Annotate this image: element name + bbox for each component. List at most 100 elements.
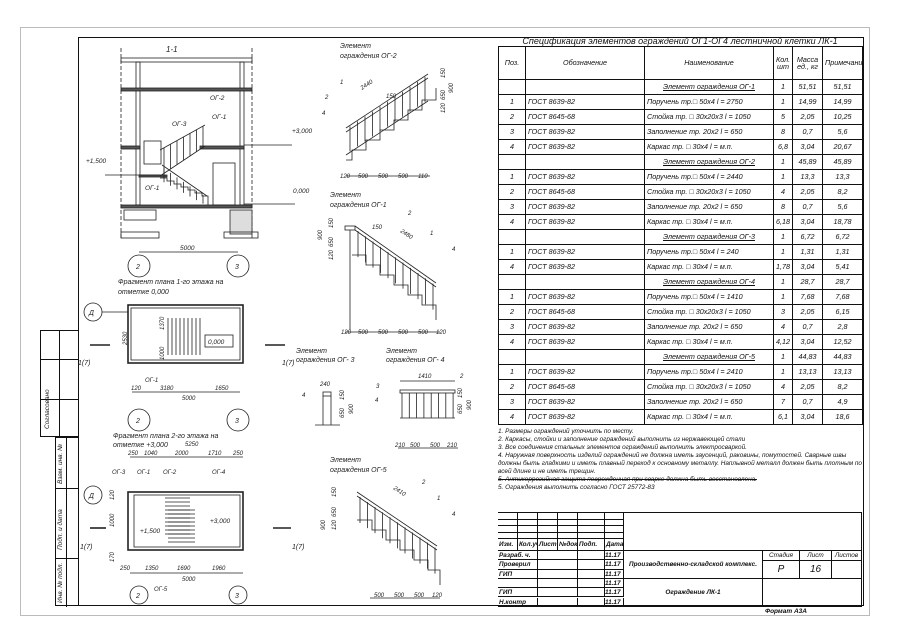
dim-text: 500 bbox=[374, 593, 385, 599]
blank-cell bbox=[558, 513, 578, 520]
og5-label: ОГ-5 bbox=[154, 587, 168, 593]
position-label: 1 bbox=[430, 231, 433, 237]
blank-cell bbox=[578, 560, 605, 570]
dim-text: 120 bbox=[340, 174, 351, 180]
pos-cell: 4 bbox=[498, 214, 526, 230]
mass-cell: 13,13 bbox=[792, 364, 823, 380]
tb-role bbox=[498, 578, 538, 589]
name-cell: Каркас тр. □ 30х4 l = м.п. bbox=[644, 214, 774, 230]
axis-2: 2 bbox=[135, 264, 140, 271]
drawing-title: Ограждение ЛК-1 bbox=[624, 579, 763, 607]
pos-cell: 2 bbox=[498, 109, 526, 125]
blank-cell bbox=[605, 532, 624, 539]
position-label: 3 bbox=[376, 384, 380, 390]
stair-flight-upper bbox=[159, 145, 206, 177]
footing-hatched bbox=[229, 209, 253, 235]
blank-cell bbox=[578, 578, 605, 589]
mass-cell: 45,89 bbox=[792, 154, 823, 170]
note-cell: 4,9 bbox=[822, 394, 863, 410]
name-cell: Элемент ограждения ОГ-3 bbox=[644, 229, 774, 245]
dim-text: 240 bbox=[319, 382, 331, 388]
dim-text: 650 bbox=[332, 506, 338, 517]
col-designation: Обозначение bbox=[525, 46, 645, 80]
name-cell: Элемент ограждения ОГ-2 bbox=[644, 154, 774, 170]
ground-slab bbox=[120, 204, 253, 209]
pos-cell: 2 bbox=[498, 304, 526, 320]
note-cell: 13,13 bbox=[822, 364, 863, 380]
pos-cell bbox=[498, 79, 526, 95]
stage-value: Р bbox=[763, 561, 800, 579]
blank-cell bbox=[558, 519, 578, 526]
dim-text: 120 bbox=[332, 519, 338, 530]
door bbox=[212, 162, 236, 206]
element-og2: Элемент ограждения ОГ-2 120 500 500 500 … bbox=[322, 43, 455, 180]
dim-text: 1710 bbox=[208, 451, 222, 457]
blank-cell bbox=[538, 551, 578, 561]
name-cell: Элемент ограждения ОГ-4 bbox=[644, 274, 774, 290]
qty-cell: 8 bbox=[773, 199, 793, 215]
note: 4. Наружная поверхность изделий огражден… bbox=[498, 452, 862, 475]
note-cell: 6,72 bbox=[822, 229, 863, 245]
tb-header: №док. bbox=[558, 539, 578, 551]
qty-cell: 1 bbox=[773, 94, 793, 110]
dim-text: 150 bbox=[441, 67, 447, 78]
agreed-stamp: Согласовано bbox=[40, 330, 79, 438]
dim-text: 650 bbox=[441, 89, 447, 100]
axis-marker bbox=[129, 585, 149, 605]
qty-cell: 6,18 bbox=[773, 214, 793, 230]
handrail bbox=[345, 77, 429, 133]
position-label: 1 bbox=[437, 496, 440, 502]
designation-cell: ГОСТ 8645-68 bbox=[525, 379, 645, 395]
qty-cell: 1 bbox=[773, 289, 793, 305]
mass-cell: 2,05 bbox=[792, 379, 823, 395]
og4-label: ОГ-4 bbox=[212, 470, 226, 476]
designation-cell: ГОСТ 8639-82 bbox=[525, 334, 645, 350]
tb-header: Дата bbox=[605, 539, 624, 551]
section-mark: 1(7) bbox=[292, 544, 304, 551]
designation-cell bbox=[525, 349, 645, 365]
position-label: 4 bbox=[452, 247, 456, 253]
footing bbox=[120, 231, 160, 239]
level-0: 0,000 bbox=[293, 188, 310, 195]
dim-text: 120 bbox=[131, 386, 142, 392]
axis-d: Д bbox=[88, 493, 94, 500]
pos-cell: 3 bbox=[498, 394, 526, 410]
name-cell: Каркас тр. □ 30х4 l = м.п. bbox=[644, 409, 774, 425]
qty-cell: 4 bbox=[773, 319, 793, 335]
mass-cell: 28,7 bbox=[792, 274, 823, 290]
dim-text: 1350 bbox=[145, 566, 159, 572]
note-cell: 28,7 bbox=[822, 274, 863, 290]
handrail bbox=[345, 73, 429, 129]
designation-cell: ГОСТ 8639-82 bbox=[525, 214, 645, 230]
pos-cell: 1 bbox=[498, 289, 526, 305]
mass-cell: 0,7 bbox=[792, 319, 823, 335]
dim-text: 150 bbox=[386, 94, 397, 100]
name-cell: Элемент ограждения ОГ-5 bbox=[644, 349, 774, 365]
qty-cell: 1 bbox=[773, 154, 793, 170]
frame-bottom bbox=[345, 100, 429, 156]
position-label: 4 bbox=[302, 393, 306, 399]
designation-cell: ГОСТ 8645-68 bbox=[525, 184, 645, 200]
sheet-label: Лист bbox=[800, 551, 832, 561]
dim-text: 650 bbox=[340, 407, 346, 418]
dim-text: 120 bbox=[436, 330, 447, 336]
col-name: Наименование bbox=[644, 46, 774, 80]
designation-cell: ГОСТ 8639-82 bbox=[525, 409, 645, 425]
mass-cell: 2,05 bbox=[792, 304, 823, 320]
dim-text: 150 bbox=[340, 389, 346, 400]
tb-role: Н.контр bbox=[498, 597, 538, 607]
qty-cell: 1 bbox=[773, 244, 793, 260]
dim-text: 500 bbox=[418, 330, 429, 336]
axis-d: Д bbox=[88, 310, 94, 317]
dim-text: 900 bbox=[449, 82, 455, 93]
name-cell: Заполнение тр. 20х2 l = 650 bbox=[644, 124, 774, 140]
spec-title: Спецификация элементов ограждений ОГ1-ОГ… bbox=[522, 36, 838, 46]
level-3000: +3,000 bbox=[210, 518, 230, 525]
sheets-value bbox=[832, 561, 862, 579]
